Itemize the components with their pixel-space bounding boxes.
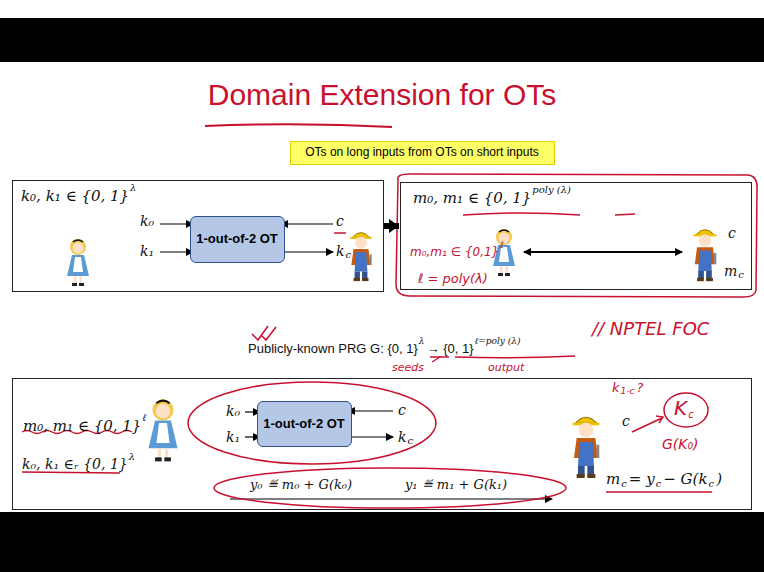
math-label: ) (716, 472, 722, 487)
math-label: λ (419, 337, 425, 346)
domain-text: m₀, m₁ ∈ {0, 1} (23, 419, 141, 434)
math-label: c (738, 270, 744, 280)
annotation-text: G(K₀) (662, 437, 699, 451)
math-label: c (656, 479, 662, 489)
ot-label: 1-out-of-2 OT (196, 232, 278, 245)
math-label: c (622, 414, 630, 428)
annotation-text: 1-c (621, 387, 635, 396)
math-label: λ (129, 452, 135, 462)
domain-text: m₀, m₁ ∈ {0, 1} (413, 191, 531, 206)
annotation-text: output (488, 362, 524, 373)
math-label: k₁ (140, 244, 154, 258)
math-label: c (336, 214, 344, 228)
math-label: c (345, 250, 351, 260)
math-label: k (398, 430, 406, 444)
subtitle-text: OTs on long inputs from OTs on short inp… (305, 146, 538, 158)
math-label: = y (629, 472, 655, 487)
math-label: k₀ (226, 404, 240, 418)
annotation-text: k (612, 381, 620, 394)
math-label: ℓ=poly (λ) (475, 337, 521, 346)
ot-label: 1-out-of-2 OT (263, 417, 345, 430)
ot-box: 1-out-of-2 OT (257, 401, 353, 447)
math-label: c (728, 226, 736, 240)
math-label: − G(k (663, 472, 707, 487)
annotation-text: m₀,m₁ ∈ {0,1} (410, 246, 499, 258)
annotation-text: ℓ (500, 241, 504, 250)
math-label: y₁ ≝ m₁ + G(k₁) (405, 478, 507, 491)
annotation-text: ? (636, 381, 643, 394)
ot-box: 1-out-of-2 OT (190, 216, 286, 263)
annotation-text: K (674, 398, 687, 418)
panel-box: k₀, k₁ ∈ {0, 1} 1-out-of-2 OT (12, 180, 384, 292)
annotation-text: // NPTEL FOC (592, 320, 709, 338)
math-label: poly (λ) (532, 185, 571, 195)
math-label: c (709, 479, 715, 489)
math-label: c (407, 436, 413, 446)
math-label: k₀, k₁ ∈ᵣ {0, 1} (22, 457, 128, 471)
slide-title: Domain Extension for OTs (0, 80, 764, 110)
math-label: k (336, 244, 344, 258)
math-label: c (621, 479, 627, 489)
math-label: → {0, 1} (427, 342, 474, 355)
annotation-text: c (688, 410, 694, 420)
math-label: m (724, 264, 737, 278)
math-label: ℓ (142, 413, 146, 423)
transform-arrow (384, 223, 399, 229)
panel-box: m₀, m₁ ∈ {0, 1} 1-out-of-2 OT (12, 378, 752, 510)
math-label: m (606, 472, 620, 487)
annotation-text: seeds (392, 362, 424, 373)
math-label: c (398, 403, 406, 417)
math-label: k₀ (140, 214, 154, 228)
math-label: Publicly-known PRG G: {0, 1} (248, 342, 418, 355)
subtitle-band: OTs on long inputs from OTs on short inp… (290, 141, 555, 165)
domain-text: k₀, k₁ ∈ {0, 1} (21, 189, 129, 204)
math-label: y₀ ≝ m₀ + G(k₀) (250, 478, 352, 491)
annotation-text: ℓ = poly(λ) (418, 272, 488, 285)
math-label: k₁ (226, 430, 240, 444)
math-label: λ (130, 183, 136, 193)
